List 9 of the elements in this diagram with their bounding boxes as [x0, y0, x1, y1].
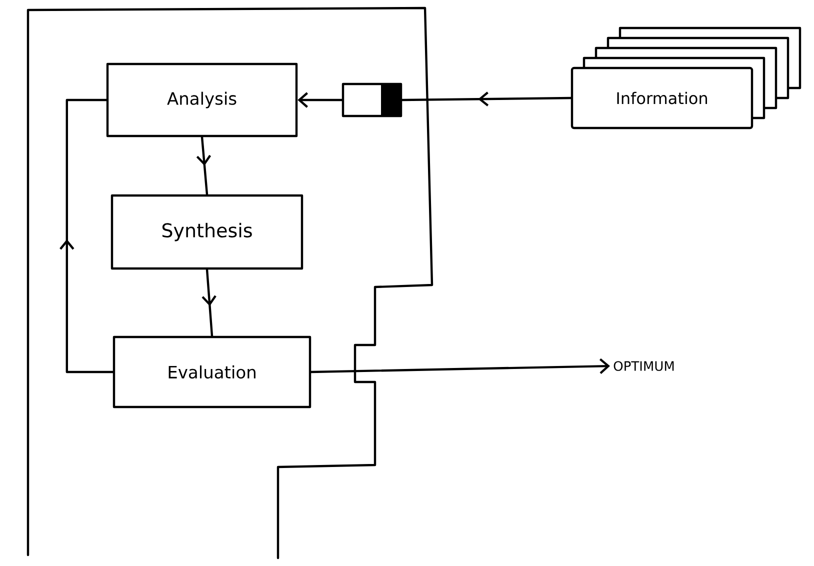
- filter-box: [342, 82, 402, 118]
- process-box: Synthesis: [110, 194, 304, 270]
- process-box: Analysis: [106, 62, 298, 138]
- process-box: Evaluation: [112, 336, 312, 408]
- document-stack: Information: [570, 26, 802, 130]
- output-label: OPTIMUM: [614, 361, 674, 371]
- arrow: [298, 92, 343, 108]
- arrow: [310, 358, 610, 374]
- node-label: Information: [617, 92, 707, 104]
